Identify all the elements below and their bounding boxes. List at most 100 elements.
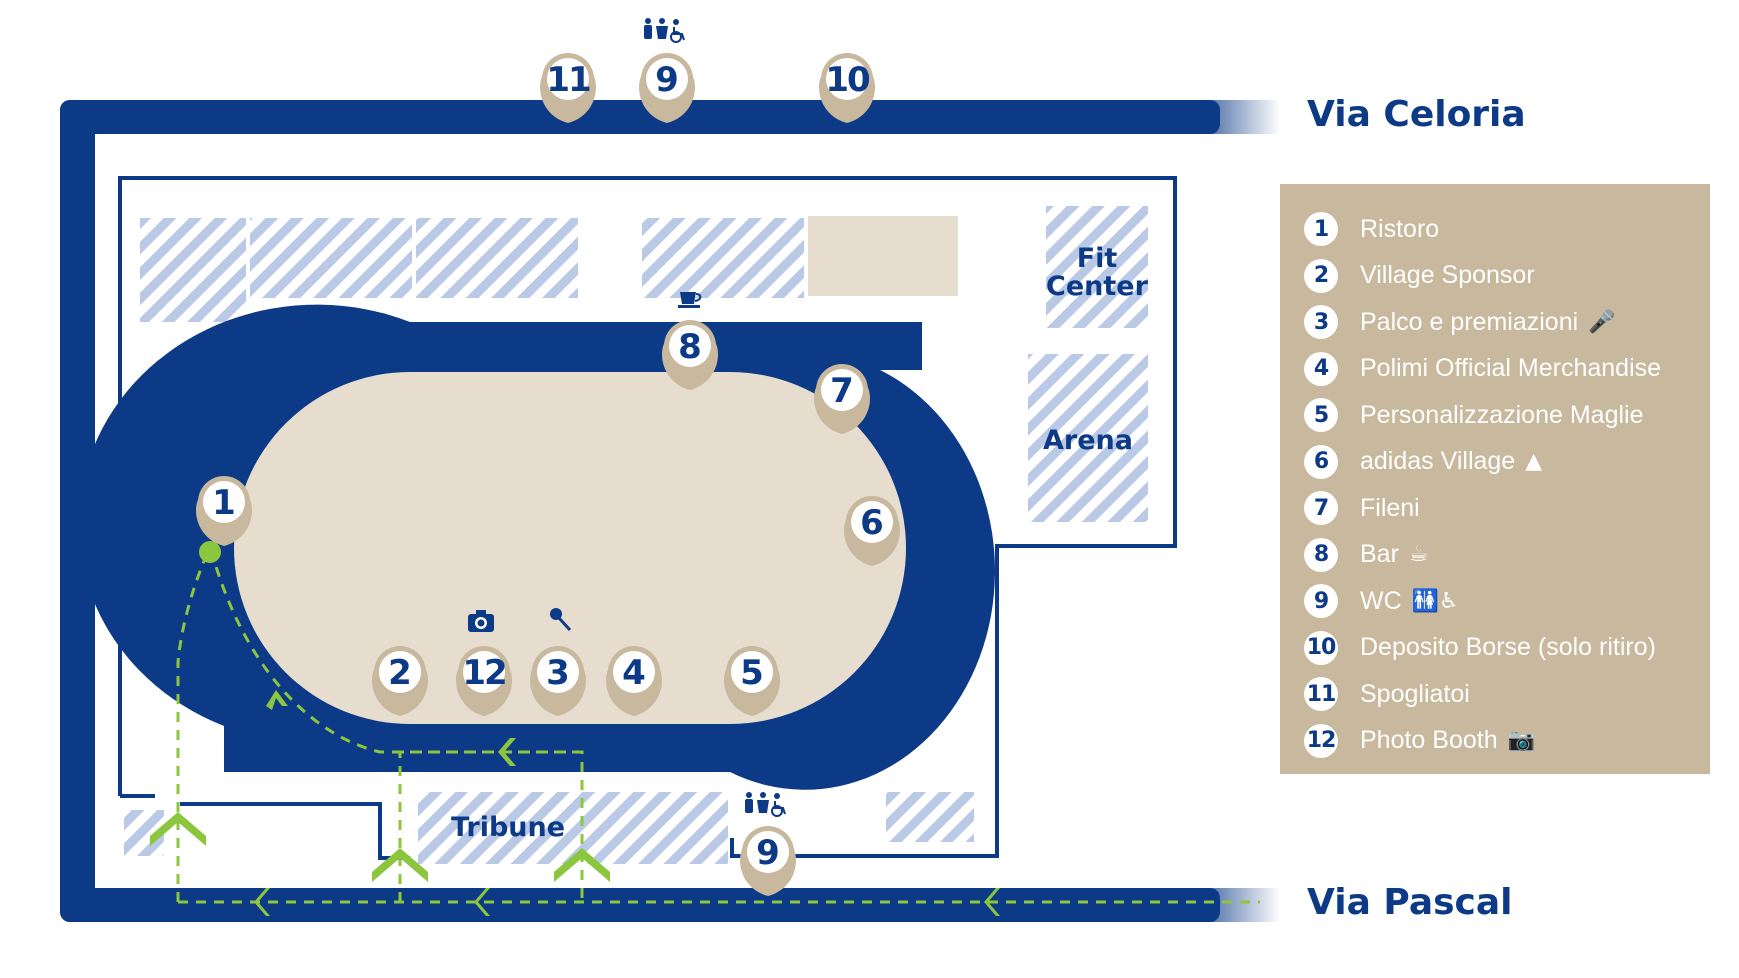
pin-number: 4 xyxy=(622,653,646,693)
legend-number: 4 xyxy=(1304,351,1338,386)
pin-number: 1 xyxy=(212,483,236,523)
coffee-cup-icon xyxy=(678,292,702,308)
map-pin-6[interactable]: 6 xyxy=(844,496,900,566)
north-road xyxy=(60,100,1220,134)
pin-number: 8 xyxy=(678,327,702,367)
map-pin-5[interactable]: 5 xyxy=(724,646,780,716)
left-arrow xyxy=(254,888,270,916)
pin-number: 7 xyxy=(830,371,854,411)
tribune-block xyxy=(418,792,728,864)
pin-number: 12 xyxy=(462,653,505,693)
restroom-icon xyxy=(745,792,786,817)
map-pin-9[interactable]: 9 xyxy=(639,53,695,123)
microphone-icon xyxy=(550,608,572,632)
legend-label: Village Sponsor xyxy=(1360,261,1535,290)
legend-number: 11 xyxy=(1304,677,1338,712)
left-arrow xyxy=(498,738,516,766)
map-icons xyxy=(468,18,786,817)
legend-label: Polimi Official Merchandise xyxy=(1360,354,1662,383)
route-arrows xyxy=(150,690,1000,916)
legend-item-7: 7 Fileni xyxy=(1304,485,1710,532)
map-pin-3[interactable]: 3 xyxy=(530,646,586,716)
legend-item-3: 3 Palco e premiazioni 🎤 xyxy=(1304,299,1710,346)
map-pin-8[interactable]: 8 xyxy=(662,320,718,390)
beige-block xyxy=(808,216,958,296)
map-pins: 11 9 10 8 7 1 6 2 12 3 4 5 9 xyxy=(196,53,900,896)
legend-number: 10 xyxy=(1304,630,1338,665)
legend-item-2: 2 Village Sponsor xyxy=(1304,253,1710,300)
track-infield xyxy=(234,372,906,724)
fit-center-block xyxy=(1046,206,1148,328)
legend-number: 9 xyxy=(1304,584,1338,619)
restroom-icon: 🚻♿ xyxy=(1411,588,1459,614)
map-pin-11[interactable]: 11 xyxy=(540,53,596,123)
microphone-icon: 🎤 xyxy=(1588,309,1616,335)
legend-label: Personalizzazione Maglie xyxy=(1360,400,1644,429)
walking-route xyxy=(176,555,1260,904)
arena-block xyxy=(1028,354,1148,522)
legend-number: 8 xyxy=(1304,537,1338,572)
up-arrow xyxy=(554,848,610,882)
map-pin-9[interactable]: 9 xyxy=(740,826,796,896)
pin-number: 2 xyxy=(388,653,412,693)
building-block xyxy=(642,218,804,298)
legend-item-1: 1 Ristoro xyxy=(1304,206,1710,253)
pin-number: 11 xyxy=(546,60,590,100)
legend-label: Deposito Borse (solo ritiro) xyxy=(1360,633,1656,662)
map-pin-2[interactable]: 2 xyxy=(372,646,428,716)
legend-panel: 1 Ristoro 2 Village Sponsor 3 Palco e premiaz… xyxy=(1280,184,1710,774)
legend-label: WC xyxy=(1360,586,1402,615)
buildings xyxy=(124,206,1148,864)
tribune-label: Tribune xyxy=(451,812,565,843)
coffee-cup-icon: ☕ xyxy=(1408,542,1429,568)
map-pin-12[interactable]: 12 xyxy=(456,646,512,716)
inner-boundary xyxy=(180,802,382,858)
north-road-fade xyxy=(1180,100,1280,134)
building-block xyxy=(250,218,412,298)
pin-number: 3 xyxy=(546,653,570,693)
legend-label: Fileni xyxy=(1360,493,1420,522)
legend-item-9: 9 WC 🚻♿ xyxy=(1304,578,1710,625)
south-road-fade xyxy=(1180,888,1280,922)
legend-label: Bar xyxy=(1360,540,1399,569)
camera-icon xyxy=(468,610,494,632)
street-label-via-celoria: Via Celoria xyxy=(1307,94,1526,135)
legend-item-4: 4 Polimi Official Merchandise xyxy=(1304,346,1710,393)
map-pin-10[interactable]: 10 xyxy=(819,53,875,123)
fit-center-label-2: Center xyxy=(1046,271,1149,302)
legend-number: 12 xyxy=(1304,723,1338,758)
adidas-logo-icon: ▲ xyxy=(1525,449,1543,475)
legend-item-10: 10 Deposito Borse (solo ritiro) xyxy=(1304,625,1710,672)
pin-number: 9 xyxy=(655,60,679,100)
up-arrow xyxy=(372,848,428,882)
route-arrow xyxy=(266,690,288,710)
legend-number: 2 xyxy=(1304,258,1338,293)
building-block xyxy=(140,218,246,322)
map-pin-7[interactable]: 7 xyxy=(814,364,870,434)
route-west xyxy=(176,555,208,902)
pin-number: 10 xyxy=(825,60,870,100)
street-label-via-pascal: Via Pascal xyxy=(1307,882,1513,923)
left-arrow xyxy=(984,888,1000,916)
legend-label: Photo Booth xyxy=(1360,726,1498,755)
up-arrow xyxy=(150,812,206,846)
legend-number: 1 xyxy=(1304,212,1338,247)
legend-number: 3 xyxy=(1304,305,1338,340)
building-block xyxy=(416,218,578,298)
legend-number: 7 xyxy=(1304,491,1338,526)
pin-number: 9 xyxy=(756,833,780,873)
restroom-icon xyxy=(644,18,685,43)
left-arrow xyxy=(474,888,490,916)
road-frame xyxy=(60,100,1280,922)
map-pin-4[interactable]: 4 xyxy=(606,646,662,716)
legend-label: Palco e premiazioni xyxy=(1360,307,1579,336)
fit-center-label: Fit xyxy=(1077,243,1118,274)
map-pin-1[interactable]: 1 xyxy=(196,476,252,546)
legend-label: Ristoro xyxy=(1360,214,1440,243)
pin-number: 6 xyxy=(860,503,884,543)
